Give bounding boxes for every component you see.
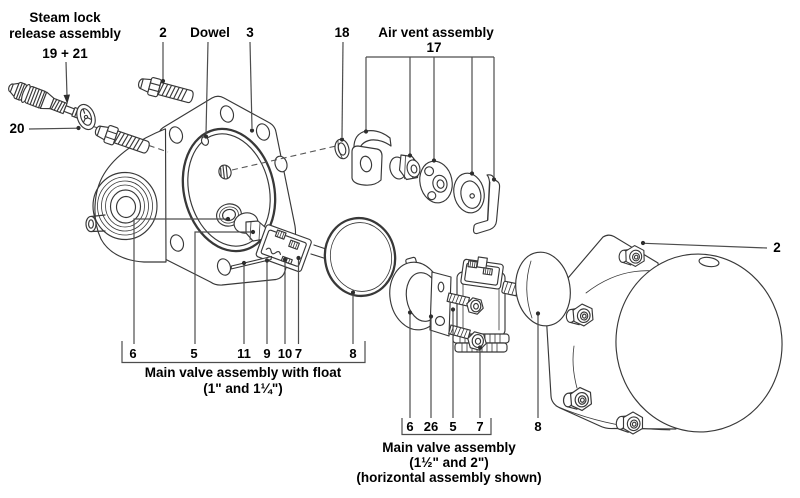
label-18: 18 bbox=[334, 25, 350, 40]
label-air-vent-title: Air vent assembly bbox=[378, 25, 494, 40]
caption-horizontal-assembly-2: (1½" and 2") bbox=[409, 455, 489, 470]
label-ha-7: 7 bbox=[476, 419, 483, 434]
text-labels: Steam lock release assembly 19 + 21 20 2… bbox=[9, 10, 781, 485]
gasket bbox=[181, 127, 277, 253]
cover-vent-oval bbox=[698, 256, 720, 268]
center-hole bbox=[218, 164, 232, 180]
label-steam-lock-1: Steam lock bbox=[29, 10, 101, 25]
air-vent-valve bbox=[389, 154, 421, 181]
air-vent-clamp bbox=[351, 130, 392, 186]
label-ha-5: 5 bbox=[449, 419, 456, 434]
label-fa-11: 11 bbox=[237, 346, 251, 361]
dowel-pin-hole bbox=[200, 136, 210, 146]
label-dowel: Dowel bbox=[190, 25, 230, 40]
horizontal-assembly bbox=[389, 251, 571, 353]
horizontal-float-right bbox=[515, 251, 571, 327]
cover bbox=[545, 234, 783, 436]
label-fa-6: 6 bbox=[129, 346, 136, 361]
caption-horizontal-assembly-3: (horizontal assembly shown) bbox=[356, 470, 541, 485]
bracket-float-assembly bbox=[121, 341, 366, 364]
air-vent-capsule bbox=[453, 172, 485, 214]
leader-lines bbox=[28, 41, 768, 436]
air-vent-plate bbox=[419, 160, 453, 204]
steam-lock-release-valve bbox=[5, 77, 83, 124]
air-vent-ring bbox=[334, 138, 350, 160]
label-3: 3 bbox=[246, 25, 254, 40]
label-fa-10: 10 bbox=[278, 346, 292, 361]
label-19-21: 19 + 21 bbox=[42, 46, 88, 61]
side-bolt-upper bbox=[446, 292, 484, 315]
top-clamp bbox=[460, 256, 504, 290]
caption-horizontal-assembly-1: Main valve assembly bbox=[382, 440, 516, 455]
label-20: 20 bbox=[9, 121, 24, 136]
strainer-disc bbox=[76, 103, 96, 131]
cover-dome bbox=[615, 253, 783, 433]
axis-dashed-right bbox=[231, 145, 337, 171]
label-steam-lock-2: release assembly bbox=[9, 26, 121, 41]
horizontal-valve-body bbox=[446, 256, 530, 353]
label-17: 17 bbox=[426, 40, 441, 55]
inlet-neck bbox=[85, 128, 167, 263]
label-fa-9: 9 bbox=[263, 346, 270, 361]
label-fa-5: 5 bbox=[190, 346, 197, 361]
label-fa-7: 7 bbox=[295, 346, 302, 361]
air-vent-clip bbox=[472, 174, 501, 235]
horizontal-bracket bbox=[429, 271, 452, 337]
caption-float-assembly-2: (1" and 1¼") bbox=[203, 381, 283, 396]
bracket-horizontal-assembly bbox=[401, 418, 492, 436]
label-ha-6: 6 bbox=[406, 419, 413, 434]
label-ha-8: 8 bbox=[534, 419, 541, 434]
valve-rod bbox=[230, 255, 273, 270]
caption-float-assembly-1: Main valve assembly with float bbox=[145, 365, 342, 380]
label-2-stud: 2 bbox=[159, 25, 167, 40]
stud-lower bbox=[92, 120, 152, 158]
label-2-cover: 2 bbox=[773, 240, 781, 255]
stud-top bbox=[135, 73, 196, 107]
label-ha-26: 26 bbox=[424, 419, 438, 434]
float-large bbox=[323, 216, 397, 298]
horizontal-float-left bbox=[389, 261, 443, 331]
label-fa-8: 8 bbox=[349, 346, 356, 361]
